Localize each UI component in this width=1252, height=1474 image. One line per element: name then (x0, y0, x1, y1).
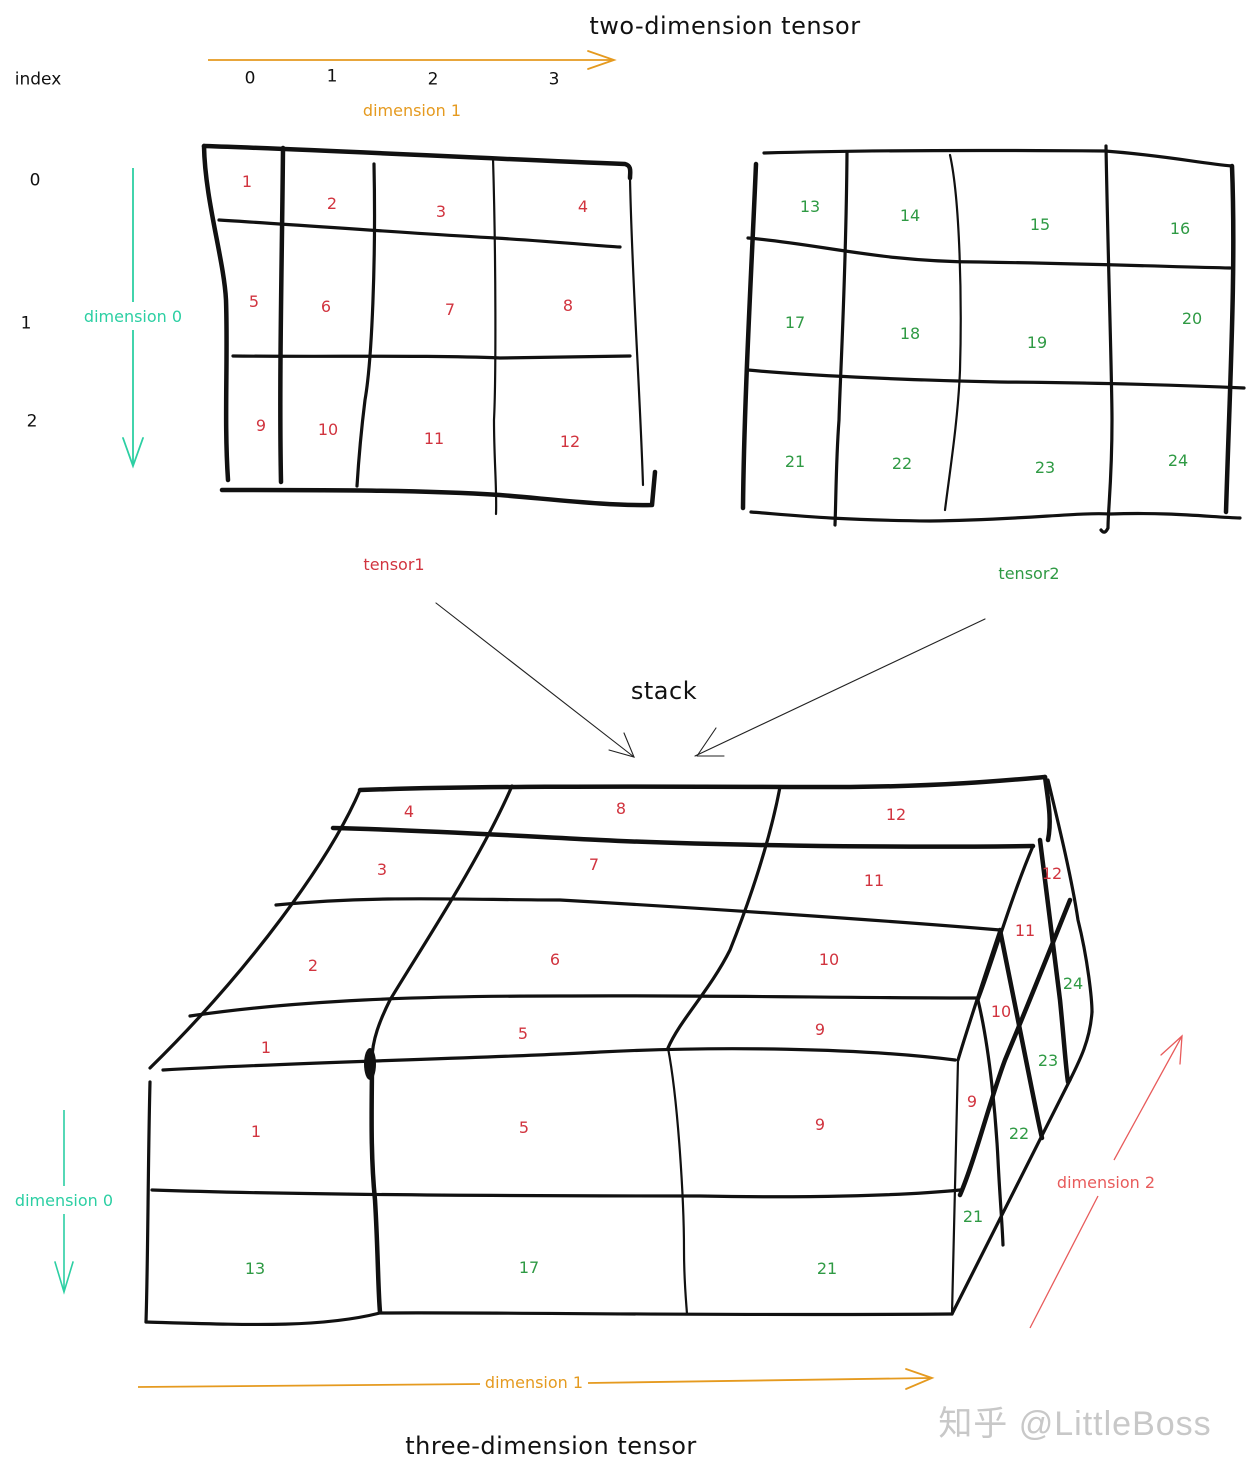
tensor1-cell: 8 (562, 296, 574, 315)
side-face-cell: 11 (1014, 921, 1036, 940)
top-face-cell: 3 (376, 860, 388, 879)
tensor2-cell: 20 (1181, 309, 1203, 328)
tensor1-cell: 9 (255, 416, 267, 435)
row-index-0: 0 (29, 170, 41, 191)
top-face-cell: 10 (818, 950, 840, 969)
dimension0-arrow-3d (54, 1110, 74, 1295)
tensor1-cell: 10 (317, 420, 339, 439)
dimension1-arrow-top (208, 50, 617, 70)
dimension1-label-top: dimension 1 (362, 101, 462, 120)
row-index-2: 2 (26, 411, 38, 432)
tensor2-cell: 17 (784, 313, 806, 332)
top-face-cell: 1 (260, 1038, 272, 1057)
tensor1-cell: 1 (241, 172, 253, 191)
top-face-cell: 2 (307, 956, 319, 975)
row-index-1: 1 (20, 313, 32, 334)
tensor3d-box (144, 774, 1094, 1327)
tensor1-cell: 2 (326, 194, 338, 213)
dimension2-arrow (1029, 1034, 1183, 1329)
tensor1-cell: 11 (423, 429, 445, 448)
front-face-cell: 1 (250, 1122, 262, 1141)
title-two-dimension-tensor: two-dimension tensor (589, 12, 861, 40)
tensor1-cell: 6 (320, 297, 332, 316)
tensor2-cell: 16 (1169, 219, 1191, 238)
tensor1-cell: 12 (559, 432, 581, 451)
tensor1-cell: 4 (577, 197, 589, 216)
col-index-3: 3 (548, 69, 560, 90)
tensor1-cell: 3 (435, 202, 447, 221)
col-index-1: 1 (326, 66, 338, 87)
front-face-cell: 5 (518, 1118, 530, 1137)
tensor2-cell: 18 (899, 324, 921, 343)
dimension0-label-left: dimension 0 (81, 307, 185, 326)
tensor1-cell: 7 (444, 300, 456, 319)
dimension1-label-3d: dimension 1 (481, 1375, 587, 1391)
side-face-cell: 24 (1062, 974, 1084, 993)
stack-arrows (435, 602, 986, 758)
tensor1-cell: 5 (248, 292, 260, 311)
top-face-cell: 4 (403, 802, 415, 821)
front-face-cell: 13 (244, 1259, 266, 1278)
top-face-cell: 5 (517, 1024, 529, 1043)
top-face-cell: 7 (588, 855, 600, 874)
tensor2-cell: 15 (1029, 215, 1051, 234)
front-face-cell: 17 (518, 1258, 540, 1277)
tensor2-cell: 24 (1167, 451, 1189, 470)
tensor2-cell: 22 (891, 454, 913, 473)
top-face-cell: 11 (863, 871, 885, 890)
index-label: index (14, 69, 62, 90)
tensor2-cell: 14 (899, 206, 921, 225)
side-face-cell: 12 (1041, 864, 1063, 883)
side-face-cell: 21 (962, 1207, 984, 1226)
top-face-cell: 9 (814, 1020, 826, 1039)
tensor2-cell: 13 (799, 197, 821, 216)
stack-operation-label: stack (630, 677, 698, 705)
dimension0-label-3d: dimension 0 (12, 1191, 116, 1210)
top-face-cell: 8 (615, 799, 627, 818)
col-index-0: 0 (244, 68, 256, 89)
title-three-dimension-tensor: three-dimension tensor (405, 1432, 697, 1460)
dimension2-label-3d: dimension 2 (1053, 1175, 1159, 1191)
side-face-cell: 9 (966, 1092, 978, 1111)
tensor2-label: tensor2 (998, 564, 1060, 583)
top-face-cell: 6 (549, 950, 561, 969)
side-face-cell: 22 (1008, 1124, 1030, 1143)
tensor2-cell: 21 (784, 452, 806, 471)
side-face-cell: 10 (990, 1002, 1012, 1021)
tensor1-grid (201, 143, 658, 516)
tensor2-cell: 19 (1026, 333, 1048, 352)
top-face-cell: 12 (885, 805, 907, 824)
tensor1-label: tensor1 (363, 555, 425, 574)
tensor2-cell: 23 (1034, 458, 1056, 477)
watermark: 知乎 @LittleBoss (938, 1405, 1212, 1443)
front-face-cell: 9 (814, 1115, 826, 1134)
tensor2-grid (740, 144, 1246, 534)
side-face-cell: 23 (1037, 1051, 1059, 1070)
front-face-cell: 21 (816, 1259, 838, 1278)
dimension1-arrow-3d (137, 1368, 935, 1390)
col-index-2: 2 (427, 69, 439, 90)
dimension0-arrow-left (122, 168, 144, 469)
